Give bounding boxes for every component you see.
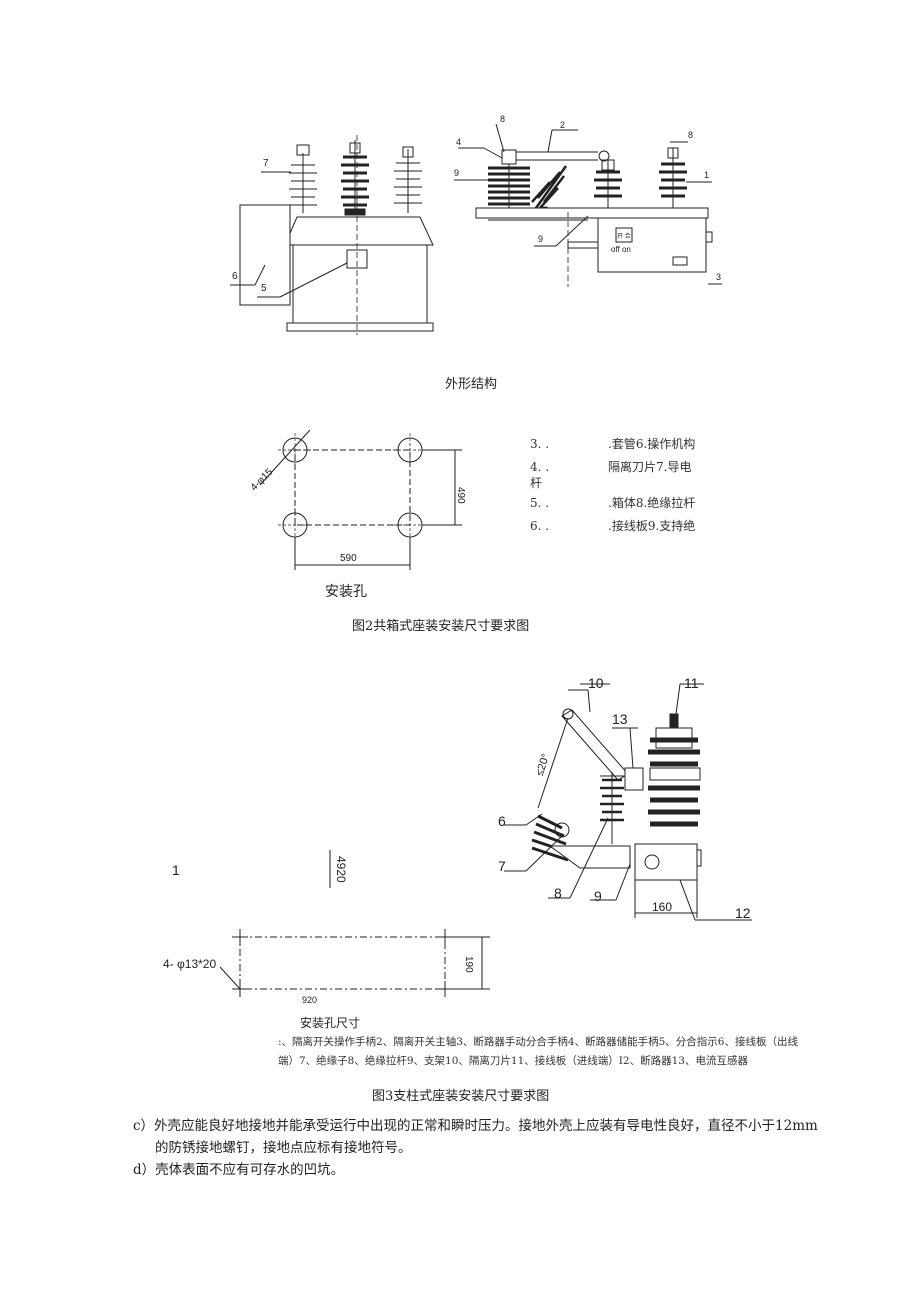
fig2-dim-width: 590 [340, 553, 357, 564]
fig1-label-6: 6 [232, 271, 238, 282]
fig1-label-5: 5 [261, 283, 267, 294]
fig2-dim-height: 490 [455, 487, 466, 504]
fig3-label-12: 12 [735, 905, 751, 921]
legend-row: 4. . 隔离刀片7.导电 杆 [530, 460, 710, 496]
fig3-label-11: 11 [684, 675, 699, 691]
bushing-right [394, 146, 422, 213]
fig1-label-9b: 9 [538, 234, 543, 244]
para-c-line2: 的防锈接地螺钉，接地点应标有接地符号。 [155, 1140, 412, 1156]
fig3-hole-drawing: 190 [219, 929, 490, 997]
legend-text: .箱体8.绝缘拉杆 [608, 496, 696, 510]
insulator-stack-right [659, 147, 687, 212]
fig3-caption: 图3支柱式座装安装尺寸要求图 [372, 1089, 550, 1104]
fig3-dim-4920: 4920 [334, 856, 348, 883]
fig2-hole-label: 4-φ15 [249, 466, 276, 493]
fig3-legend-line2: 端）7、绝缘子8、绝缘拉杆9、支架10、隔离刀片11、接线板（进线端）I2、断路… [278, 1055, 748, 1067]
fig1-label-2: 2 [560, 120, 565, 130]
legend-text: .套管6.操作机构 [608, 437, 696, 451]
legend-text: .接线板9.支持绝 [608, 519, 696, 533]
fig3-dim-190: 190 [463, 956, 474, 973]
fig3-dim-4920-mark: 4920 [329, 850, 348, 888]
fig2-sub-caption: 安装孔 [325, 584, 367, 600]
legend-row: 3. . .套管6.操作机构 [530, 437, 710, 460]
legend-text: 隔离刀片7.导电 [608, 460, 692, 474]
fig3-label-7: 7 [498, 858, 506, 874]
fig1-label-8a: 8 [500, 114, 505, 124]
fig3-label-10: 10 [588, 675, 604, 691]
fig3-sub-caption: 安装孔尺寸 [300, 1016, 361, 1030]
fig3-label-9: 9 [594, 888, 602, 904]
fig3-label-13: 13 [612, 711, 628, 727]
fig3-label-8: 8 [554, 885, 562, 901]
legend-num: 5. . [530, 496, 550, 510]
legend-num: 4. . [530, 460, 550, 474]
fig3-drawing: 10 11 13 6 7 8 9 12 ≤20° 160 [498, 675, 752, 921]
fig1-label-1: 1 [704, 170, 709, 180]
para-c-line1: c）外壳应能良好地接地并能承受运行中出现的正常和瞬时压力。接地外壳上应装有导电性… [133, 1118, 818, 1134]
fig1-left-drawing: 7 6 5 [230, 135, 434, 335]
fig3-hole-label: 4- φ13*20 [163, 957, 217, 971]
legend-num: 3. . [530, 437, 550, 451]
fig2-caption: 图2共箱式座装安装尺寸要求图 [352, 619, 530, 634]
bushing-middle [341, 140, 369, 216]
fig3-left-insulator [531, 814, 569, 862]
fig1-label-9a: 9 [454, 168, 459, 178]
fig2-legend: 3. . .套管6.操作机构 4. . 隔离刀片7.导电 杆 5. . .箱体8… [530, 437, 710, 535]
fig3-legend-line1: :、隔离开关操作手柄2、隔离开关主轴3、断路器手动分合手柄4、断路器储能手柄5、… [278, 1036, 798, 1048]
insulator-tilted [531, 165, 568, 209]
para-d: d）壳体表面不应有可存水的凹坑。 [133, 1162, 345, 1178]
fig1-right-drawing: 8 2 4 9 9 8 1 3 开 合 off on [454, 114, 722, 287]
fig1-label-4: 4 [456, 137, 461, 147]
fig1-label-3: 3 [716, 272, 721, 282]
legend-num: 6. . [530, 519, 550, 533]
legend-row: 6. . .接线板9.支持绝 [530, 519, 710, 535]
fig3-label-6: 6 [498, 813, 506, 829]
fig3-main-insulator [648, 737, 700, 827]
switch-text-top: 开 合 [617, 232, 631, 240]
fig3-dim-160: 160 [652, 900, 672, 914]
bushing-left [289, 144, 317, 213]
fig1-label-7: 7 [263, 158, 269, 169]
legend-cont: 杆 [530, 475, 543, 490]
fig1-label-8b: 8 [688, 130, 693, 140]
fig3-mark-1: 1 [172, 862, 180, 878]
insulator-stack-middle [594, 159, 622, 212]
fig3-dim-920: 920 [302, 995, 318, 1005]
insulator-stack-left [488, 149, 530, 212]
switch-text-bottom: off on [611, 245, 631, 254]
fig2-drawing: 4-φ15 590 490 [249, 429, 466, 570]
fig1-caption: 外形结构 [445, 377, 498, 392]
legend-row: 5. . .箱体8.绝缘拉杆 [530, 496, 710, 519]
